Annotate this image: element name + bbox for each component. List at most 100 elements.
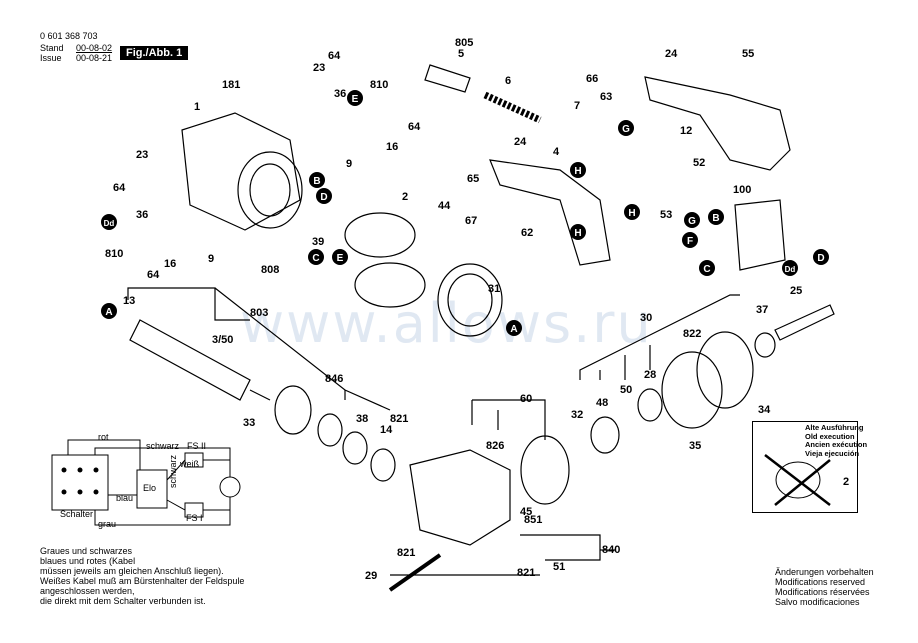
part-label: 23 xyxy=(136,149,148,161)
old-exec-part: 2 xyxy=(843,476,850,488)
note-line: müssen jeweils am gleichen Anschluß lieg… xyxy=(40,566,224,576)
marker-label: A xyxy=(510,324,517,335)
part-label: 44 xyxy=(438,200,451,212)
part-label: 181 xyxy=(222,79,240,91)
old-exec-fr: Ancien exécution xyxy=(805,440,868,449)
old-exec-de: Alte Ausführung xyxy=(805,423,864,432)
part-label: 5 xyxy=(458,48,464,60)
marker-label: C xyxy=(703,264,710,275)
stand-label: Stand xyxy=(40,43,64,53)
figure-label: Fig./Abb. 1 xyxy=(120,46,189,60)
wire-schwarz: schwarz xyxy=(146,441,180,451)
note-line: Graues und schwarzes xyxy=(40,546,133,556)
part-label: 39 xyxy=(312,236,324,248)
part-label: 64 xyxy=(113,182,126,194)
old-execution-box: Alte Ausführung Old execution Ancien exé… xyxy=(752,421,867,513)
part-label: 50 xyxy=(620,384,632,396)
part-label: 24 xyxy=(665,48,678,60)
marker-circle xyxy=(309,172,325,188)
part-label: 24 xyxy=(514,136,527,148)
part-label: 1 xyxy=(194,101,200,113)
marker-label: A xyxy=(105,307,112,318)
part-label: 38 xyxy=(356,413,368,425)
part-label: 32 xyxy=(571,409,583,421)
part-label: 36 xyxy=(136,209,148,221)
part-label: 60 xyxy=(520,393,532,405)
part-label: 821 xyxy=(517,567,535,579)
part-label: 846 xyxy=(325,373,343,385)
part-label: 840 xyxy=(602,544,620,556)
part-label: 23 xyxy=(313,62,325,74)
note-line: Modifications réservées xyxy=(775,587,870,597)
marker-label: C xyxy=(312,253,319,264)
wire-weiss: weiß xyxy=(180,459,200,469)
marker-label: E xyxy=(352,94,359,105)
part-label: 48 xyxy=(596,397,608,409)
part-label: 851 xyxy=(524,514,542,526)
part-label: 30 xyxy=(640,312,652,324)
marker-circle xyxy=(813,249,829,265)
issue-label: Issue xyxy=(40,53,62,63)
marker-label: F xyxy=(687,236,693,247)
marker-label: H xyxy=(574,228,581,239)
part-label: 37 xyxy=(756,304,768,316)
marker-label: B xyxy=(313,176,320,187)
part-label: 29 xyxy=(365,570,377,582)
wiring-diagram xyxy=(51,439,241,526)
part-label: 4 xyxy=(553,146,560,158)
part-label: 64 xyxy=(328,50,341,62)
marker-circle xyxy=(708,209,724,225)
marker-circle xyxy=(308,249,324,265)
wire-rot: rot xyxy=(98,432,109,442)
note-line: blaues und rotes (Kabel xyxy=(40,556,136,566)
wire-fs2: FS II xyxy=(187,441,207,451)
marker-circle xyxy=(618,120,634,136)
part-label: 66 xyxy=(586,73,598,85)
part-label: 53 xyxy=(660,209,672,221)
wire-elo: Elo xyxy=(143,483,157,493)
note-line: die direkt mit dem Schalter verbunden is… xyxy=(40,596,206,606)
marker-circle xyxy=(570,224,586,240)
marker-label: G xyxy=(688,216,696,227)
part-label: 821 xyxy=(397,547,415,559)
wire-schwarz-2: schwarz xyxy=(168,454,178,488)
part-label: 803 xyxy=(250,307,268,319)
marker-circle xyxy=(332,249,348,265)
part-label: 28 xyxy=(644,369,656,381)
part-label: 808 xyxy=(261,264,279,276)
part-label: 65 xyxy=(467,173,479,185)
part-label: 14 xyxy=(380,424,393,436)
part-label: 12 xyxy=(680,125,692,137)
part-label: 16 xyxy=(386,141,398,153)
marker-circle xyxy=(624,204,640,220)
part-label: 64 xyxy=(408,121,421,133)
marker-circle xyxy=(101,214,117,230)
marker-circle xyxy=(506,320,522,336)
part-label: 45 xyxy=(520,506,532,518)
part-label: 826 xyxy=(486,440,504,452)
part-label: 9 xyxy=(208,253,214,265)
note-line: Modifications reserved xyxy=(775,577,866,587)
marker-label: H xyxy=(574,166,581,177)
part-label: 821 xyxy=(390,413,408,425)
marker-label: E xyxy=(337,253,344,264)
parts-outline xyxy=(129,64,835,592)
part-label: 822 xyxy=(683,328,701,340)
wire-blau: blau xyxy=(116,493,134,503)
part-label: 9 xyxy=(346,158,352,170)
marker-circle xyxy=(782,260,798,276)
marker-label: Dd xyxy=(785,265,796,274)
marker-label: D xyxy=(817,253,824,264)
wire-fs1: FS I xyxy=(186,513,203,523)
marker-circle xyxy=(347,90,363,106)
stand-value: 00-08-02 xyxy=(76,43,113,53)
part-label: 13 xyxy=(123,295,135,307)
part-label: 63 xyxy=(600,91,612,103)
marker-circle xyxy=(570,162,586,178)
part-label: 55 xyxy=(742,48,754,60)
marker-label: G xyxy=(622,124,630,135)
part-label: 36 xyxy=(334,88,346,100)
notes-left: Graues und schwarzes blaues und rotes (K… xyxy=(40,546,244,606)
old-execution-drawing xyxy=(764,454,831,506)
